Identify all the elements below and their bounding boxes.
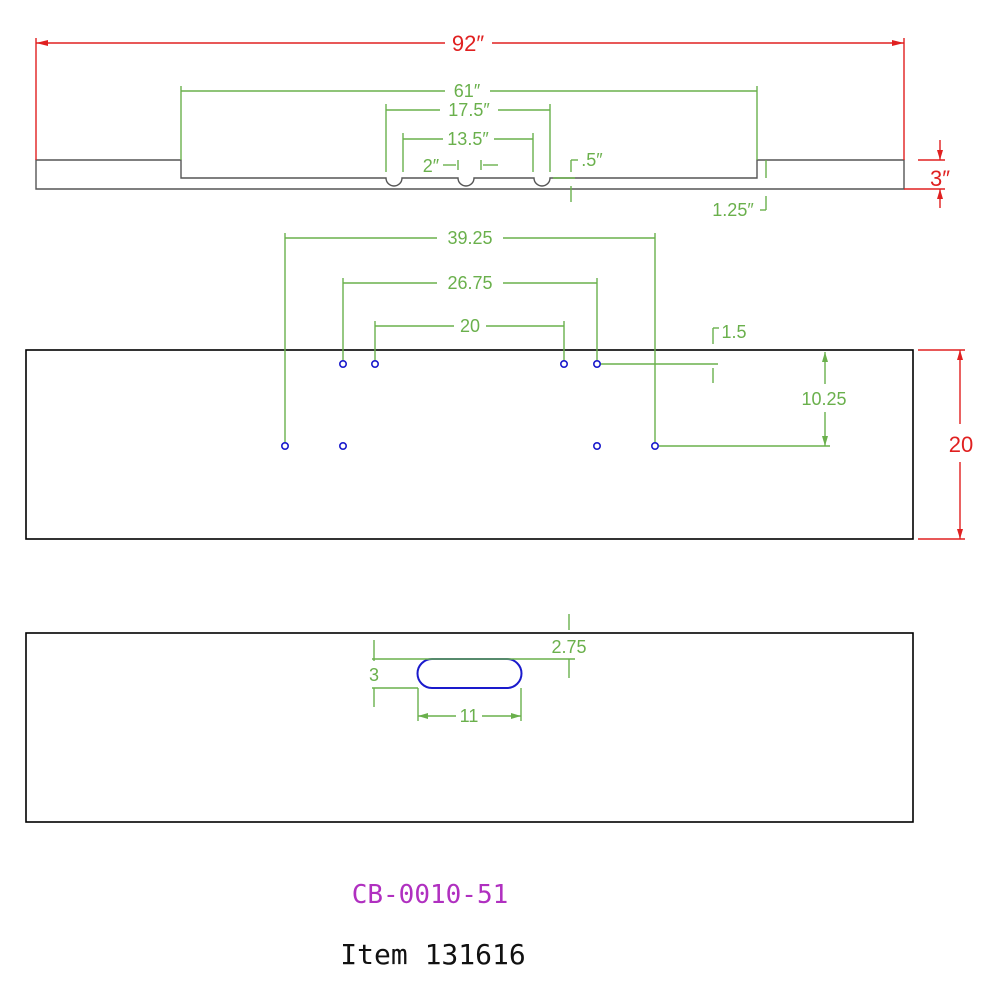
overall-length-label: 92″ [452,31,484,56]
dim-center-length: 61″ [180,81,758,160]
hole-span-outer-label: 39.25 [447,228,492,248]
dim-hole-span-mid: 26.75 [342,273,598,364]
top-view: 39.25 26.75 20 1.5 [25,228,973,540]
hole [338,441,347,450]
slot-cutout [416,658,523,689]
overall-height-label: 3″ [930,166,950,191]
dim-overall-width: 20 [918,349,973,540]
hole-edge-offset-label: 1.5 [721,322,746,342]
dim-hole-edge-offset: 1.5 [600,322,747,383]
dim-slot-length: 11 [417,688,522,726]
slot-length-label: 11 [460,706,479,726]
dim-hole-span-inner: 20 [374,316,565,364]
dim-overall-height: 3″ [904,140,950,208]
mounting-holes [280,359,659,450]
item-number: 131616 [424,938,526,971]
dim-slot-width: 3 [369,640,418,707]
notch-span-outer-label: 17.5″ [448,100,490,120]
side-profile-outline [35,159,905,190]
dim-notch-depth: .5″ [553,150,603,202]
part-code: CB-0010-51 [351,880,509,910]
hole-row-spacing-label: 10.25 [801,389,846,409]
step-height-label: 1.25″ [712,200,754,220]
bottom-view-outline [25,632,914,823]
bottom-view: 2.75 3 11 [25,614,914,823]
hole-span-inner-label: 20 [460,316,480,336]
hole-span-mid-label: 26.75 [447,273,492,293]
notch-spacing-label: 2″ [423,156,440,176]
dim-hole-span-outer: 39.25 [284,228,656,446]
dim-notch-spacing: 2″ [423,156,498,176]
dim-step-height: 1.25″ [712,160,767,220]
notch-depth-label: .5″ [581,150,603,170]
slot-width-label: 3 [369,665,379,685]
hole [370,359,379,368]
dim-overall-length: 92″ [35,31,905,160]
hole [559,359,568,368]
side-view: 92″ 3″ 61″ 17.5″ [35,31,950,220]
hole [592,441,601,450]
hole [338,359,347,368]
notch-span-inner-label: 13.5″ [447,129,489,149]
hole [650,441,659,450]
dim-notch-span-outer: 17.5″ [385,100,551,172]
slot-edge-offset-label: 2.75 [551,637,586,657]
top-view-outline [25,349,914,540]
hole [592,359,601,368]
item-label: Item [340,938,408,971]
hole [280,441,289,450]
item-line: Item 131616 [0,938,866,971]
dim-notch-span-inner: 13.5″ [402,129,534,172]
overall-width-label: 20 [949,432,973,457]
center-length-label: 61″ [454,81,481,101]
dim-hole-row-spacing: 10.25 [659,352,847,447]
dim-slot-edge-offset: 2.75 [372,614,587,678]
